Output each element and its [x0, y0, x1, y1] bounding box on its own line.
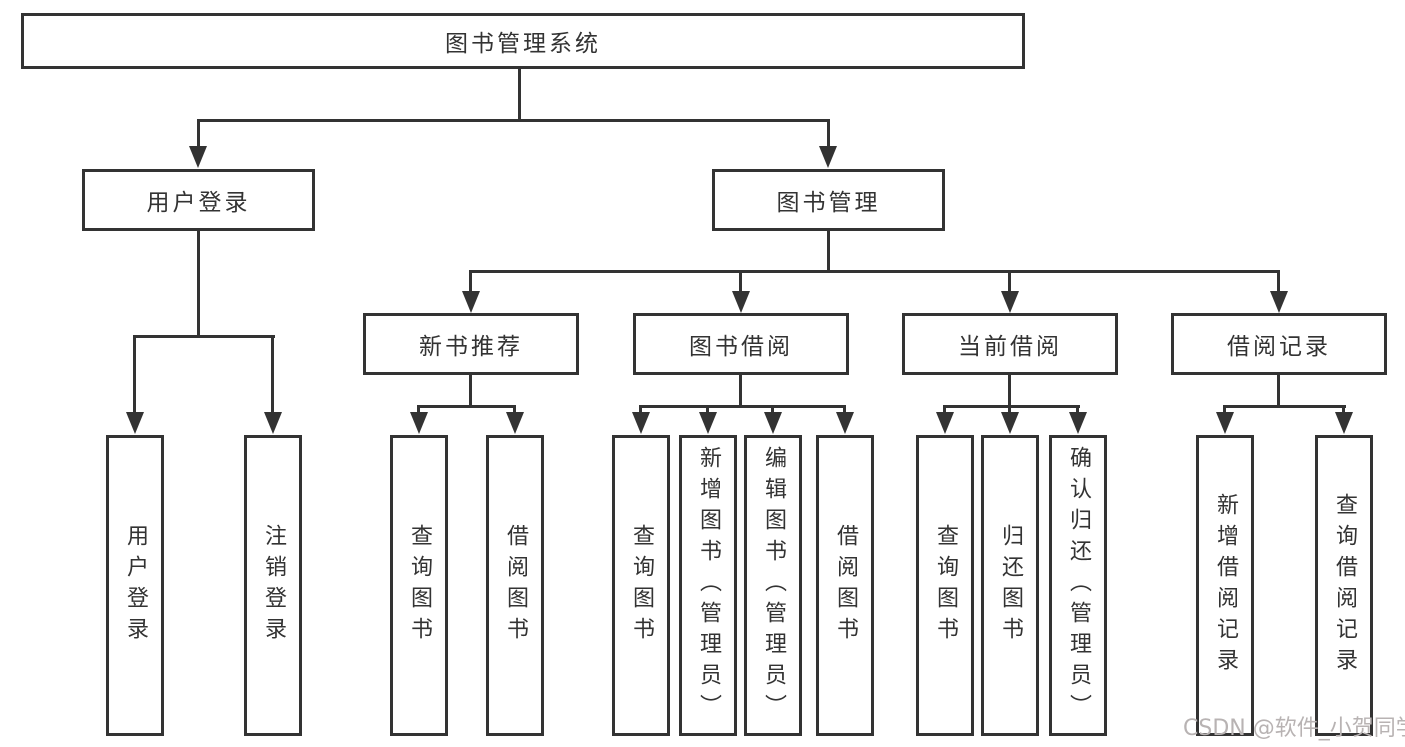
leaf-add-book-admin: 新增图书（管理员）	[679, 435, 737, 736]
connector-line	[843, 405, 846, 415]
leaf-label: 注销登录	[261, 523, 286, 648]
node-user-login-branch: 用户登录	[82, 169, 315, 231]
leaf-label: 新增图书（管理员）	[696, 446, 721, 725]
leaf-borrow-books: 借阅图书	[486, 435, 544, 736]
connector-line	[133, 335, 275, 338]
leaf-add-borrow-record: 新增借阅记录	[1196, 435, 1254, 736]
connector-line	[1076, 405, 1079, 415]
connector-line	[1223, 405, 1226, 415]
leaf-label: 借阅图书	[833, 523, 858, 648]
arrow-down-icon	[462, 291, 480, 313]
connector-line	[639, 405, 846, 408]
arrow-down-icon	[632, 412, 650, 434]
arrow-down-icon	[1069, 412, 1087, 434]
leaf-label: 归还图书	[998, 523, 1023, 648]
leaf-label: 借阅图书	[503, 523, 528, 648]
leaf-edit-book-admin: 编辑图书（管理员）	[744, 435, 802, 736]
connector-line	[417, 405, 516, 408]
node-current-borrowing: 当前借阅	[902, 313, 1118, 375]
connector-line	[1008, 374, 1011, 407]
node-borrowing-records: 借阅记录	[1171, 313, 1387, 375]
leaf-query-books: 查询图书	[390, 435, 448, 736]
connector-line	[469, 374, 472, 407]
leaf-user-login: 用户登录	[106, 435, 164, 736]
arrow-down-icon	[126, 412, 144, 434]
leaf-label: 确认归还（管理员）	[1066, 446, 1091, 725]
leaf-query-books: 查询图书	[916, 435, 974, 736]
leaf-label: 查询图书	[629, 523, 654, 648]
arrow-down-icon	[1001, 412, 1019, 434]
leaf-return-books: 归还图书	[981, 435, 1039, 736]
connector-line	[827, 231, 830, 273]
leaf-label: 编辑图书（管理员）	[761, 446, 786, 725]
connector-line	[518, 68, 521, 121]
connector-line	[1223, 405, 1346, 408]
node-book-management-branch: 图书管理	[712, 169, 945, 231]
connector-line	[197, 119, 830, 122]
connector-line	[1008, 405, 1011, 415]
connector-line	[197, 119, 200, 147]
node-book-borrowing: 图书借阅	[633, 313, 849, 375]
csdn-watermark: CSDN @软件_小贺同学	[1183, 716, 1405, 741]
arrow-down-icon	[699, 412, 717, 434]
leaf-confirm-return-admin: 确认归还（管理员）	[1049, 435, 1107, 736]
connector-line	[1277, 270, 1280, 292]
connector-line	[417, 405, 420, 415]
arrow-down-icon	[1335, 412, 1353, 434]
arrow-down-icon	[410, 412, 428, 434]
node-library-management-system: 图书管理系统	[21, 13, 1025, 69]
connector-line	[639, 405, 642, 415]
connector-line	[513, 405, 516, 415]
arrow-down-icon	[1270, 291, 1288, 313]
connector-line	[1342, 405, 1345, 415]
arrow-down-icon	[936, 412, 954, 434]
connector-line	[943, 405, 1080, 408]
node-new-book-recommendation: 新书推荐	[363, 313, 579, 375]
connector-line	[469, 270, 472, 292]
connector-line	[469, 270, 1280, 273]
arrow-down-icon	[836, 412, 854, 434]
arrow-down-icon	[1001, 291, 1019, 313]
arrow-down-icon	[1216, 412, 1234, 434]
connector-line	[1277, 374, 1280, 407]
leaf-label: 新增借阅记录	[1213, 492, 1238, 679]
leaf-label: 查询借阅记录	[1332, 492, 1357, 679]
leaf-label: 查询图书	[407, 523, 432, 648]
leaf-label: 查询图书	[933, 523, 958, 648]
arrow-down-icon	[764, 412, 782, 434]
connector-line	[197, 231, 200, 337]
arrow-down-icon	[819, 146, 837, 168]
arrow-down-icon	[506, 412, 524, 434]
leaf-borrow-books: 借阅图书	[816, 435, 874, 736]
connector-line	[771, 405, 774, 415]
connector-line	[827, 119, 830, 147]
connector-line	[943, 405, 946, 415]
connector-line	[739, 270, 742, 292]
leaf-query-borrow-record: 查询借阅记录	[1315, 435, 1373, 736]
leaf-logout: 注销登录	[244, 435, 302, 736]
connector-line	[271, 335, 274, 414]
connector-line	[706, 405, 709, 415]
connector-line	[133, 335, 136, 414]
leaf-label: 用户登录	[123, 523, 148, 648]
arrow-down-icon	[264, 412, 282, 434]
arrow-down-icon	[189, 146, 207, 168]
arrow-down-icon	[732, 291, 750, 313]
connector-line	[739, 374, 742, 407]
leaf-query-books: 查询图书	[612, 435, 670, 736]
connector-line	[1008, 270, 1011, 292]
